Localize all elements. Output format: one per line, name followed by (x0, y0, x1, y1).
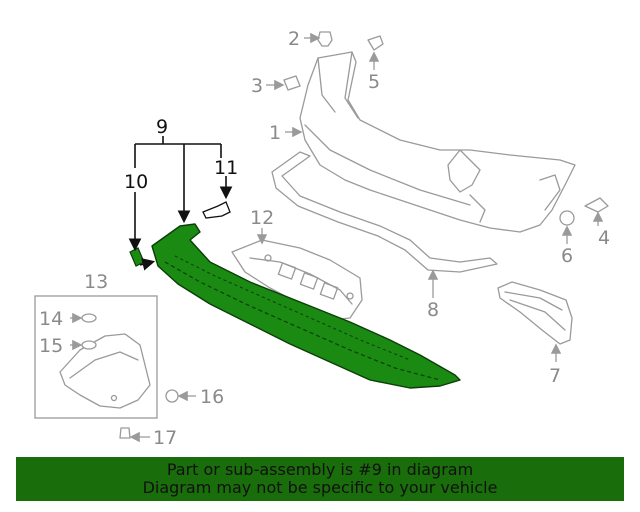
lower-frame-part (271, 151, 498, 273)
info-banner: Part or sub-assembly is #9 in diagram Di… (16, 457, 624, 501)
bolt-11-icon (202, 201, 231, 219)
nut-15-icon (81, 340, 97, 350)
callout-11: 11 (214, 157, 238, 179)
fastener-2-icon (317, 31, 333, 47)
clip-10-icon (129, 247, 145, 267)
callout-17: 17 (153, 427, 177, 449)
callout-8: 8 (427, 299, 439, 321)
callout-14: 14 (39, 308, 63, 330)
shield-group-box (34, 295, 158, 419)
callout-4: 4 (598, 227, 610, 249)
fastener-5-icon (367, 35, 384, 51)
diffuser-part-highlighted (151, 223, 461, 389)
callout-7: 7 (549, 365, 561, 387)
bracket-part (231, 239, 363, 321)
lamp-part (497, 281, 573, 345)
banner-line-2: Diagram may not be specific to your vehi… (142, 478, 498, 497)
callout-3: 3 (251, 75, 263, 97)
bumper-cover-part (299, 51, 576, 233)
fastener-3-icon (283, 75, 301, 91)
callout-6: 6 (561, 245, 573, 267)
nut-14-icon (81, 313, 97, 323)
callout-9: 9 (156, 116, 168, 138)
callout-13: 13 (84, 271, 108, 293)
callout-1: 1 (269, 122, 281, 144)
banner-line-1: Part or sub-assembly is #9 in diagram (166, 460, 474, 479)
leader-lines (70, 32, 604, 443)
callout-2: 2 (288, 28, 300, 50)
screw-17-icon (119, 427, 131, 439)
callout-12: 12 (250, 207, 274, 229)
fastener-4-icon (584, 197, 609, 213)
callout-10: 10 (124, 171, 148, 193)
nut-16-icon (165, 389, 179, 403)
callout-16: 16 (200, 386, 224, 408)
fastener-6-icon (559, 210, 575, 226)
callout-5: 5 (368, 71, 380, 93)
callout-15: 15 (39, 335, 63, 357)
